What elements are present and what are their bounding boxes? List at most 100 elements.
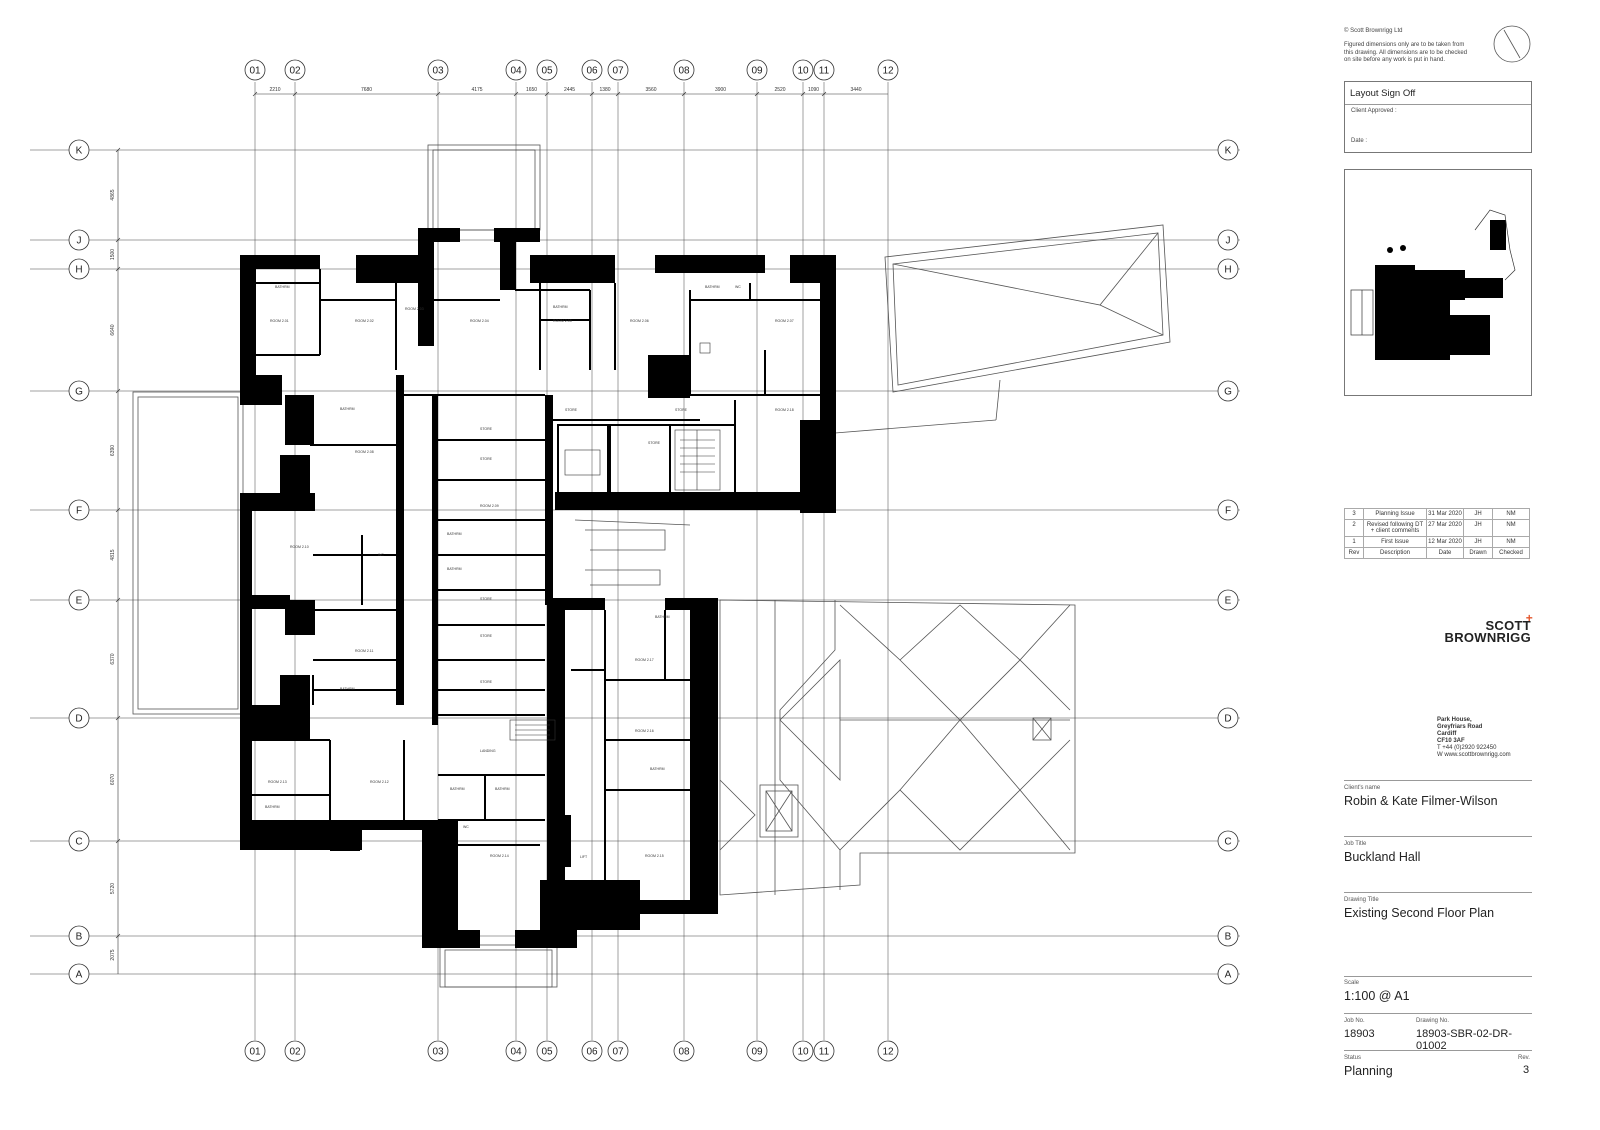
dimension-label: 2445 xyxy=(564,87,575,93)
dimension-tick xyxy=(435,91,441,97)
grid-bubble-row: C xyxy=(68,830,90,852)
key-plan-image xyxy=(1350,209,1516,360)
grid-bubble-col: 04 xyxy=(505,1040,527,1062)
logo-plus-icon: + xyxy=(1525,611,1533,625)
grid-bubble-row: D xyxy=(68,707,90,729)
room-label: BATHRM xyxy=(650,767,665,771)
grid-bubble-label: 02 xyxy=(289,1047,301,1058)
disclaimer-line: Figured dimensions only are to be taken … xyxy=(1344,42,1465,48)
grid-bubble-row: K xyxy=(68,139,90,161)
room-label: WC xyxy=(378,553,384,557)
header-date: Date xyxy=(1426,547,1464,559)
rev-cell: 1 xyxy=(1344,536,1364,548)
dimension-label: 6390 xyxy=(110,445,116,456)
grid-bubble-col: 04 xyxy=(505,59,527,81)
dimension-tick xyxy=(544,91,550,97)
dimension-label: 2075 xyxy=(110,949,116,960)
grid-bubble-label: J xyxy=(77,236,82,247)
status-label: Status xyxy=(1344,1055,1362,1061)
dimension-label: 3900 xyxy=(715,87,726,93)
dimension-tick xyxy=(754,91,760,97)
room-label: ROOM 2.10 xyxy=(290,545,309,549)
rev-date-cell: 31 Mar 2020 xyxy=(1426,508,1464,520)
grid-bubble-label: B xyxy=(76,932,83,943)
dimension-tick xyxy=(115,147,121,153)
drawing-info: Client's name Robin & Kate Filmer-Wilson… xyxy=(1342,780,1532,1120)
grid-bubble-row: A xyxy=(68,963,90,985)
signoff-title: Layout Sign Off xyxy=(1350,88,1416,99)
dimension-label: 2520 xyxy=(774,87,785,93)
client-name: Robin & Kate Filmer-Wilson xyxy=(1344,794,1498,808)
grid-bubble-label: H xyxy=(75,265,82,276)
dimension-tick xyxy=(115,388,121,394)
grid-bubble-label: D xyxy=(75,714,82,725)
room-label: ROOM 2.03 xyxy=(405,307,424,311)
room-label: ROOM 2.16 xyxy=(635,729,654,733)
grid-bubble-label: 04 xyxy=(510,1047,522,1058)
room-label: ROOM 2.06 xyxy=(630,319,649,323)
dimension-tick xyxy=(681,91,687,97)
room-label: BATHRM xyxy=(447,532,462,536)
floor-plan-drawing: 0101020203030404050506060707080809091010… xyxy=(30,59,1240,1062)
dimension-tick xyxy=(615,91,621,97)
grid-bubble-col: 09 xyxy=(746,1040,768,1062)
grid-bubble-row: B xyxy=(1217,925,1239,947)
table-header-row: Rev Description Date Drawn Checked xyxy=(1344,547,1530,559)
room-label: BATHRM xyxy=(495,787,510,791)
address-line: Park House, xyxy=(1437,717,1472,723)
dimension-label: 4815 xyxy=(110,549,116,560)
grid-bubble-label: 07 xyxy=(612,1047,624,1058)
room-label: BATHRM xyxy=(265,805,280,809)
grid-bubble-row: B xyxy=(68,925,90,947)
grid-bubble-label: 02 xyxy=(289,66,301,77)
room-label: ROOM 2.12 xyxy=(370,780,389,784)
room-label: ROOM 2.18 xyxy=(775,408,794,412)
room-label: WC xyxy=(735,285,741,289)
dimension-tick xyxy=(115,266,121,272)
grid-bubble-col: 12 xyxy=(877,1040,899,1062)
header-checked: Checked xyxy=(1492,547,1530,559)
disclaimer-line: this drawing. All dimensions are to be c… xyxy=(1344,49,1468,56)
room-label: STORE xyxy=(480,427,493,431)
grid-bubble-label: 10 xyxy=(797,66,809,77)
grid-bubble-row: F xyxy=(68,499,90,521)
dimension-label: 5720 xyxy=(110,883,116,894)
client-label: Client's name xyxy=(1344,785,1381,791)
grid-bubble-label: K xyxy=(1225,146,1232,157)
scale-label: Scale xyxy=(1344,980,1360,986)
dimension-tick xyxy=(821,91,827,97)
logo-line-1: SCOTT xyxy=(1485,618,1531,633)
dimension-tick xyxy=(800,91,806,97)
job-no-label: Job No. xyxy=(1344,1018,1365,1024)
grid-bubble-col: 05 xyxy=(536,59,558,81)
room-label: BATHRM xyxy=(340,407,355,411)
grid-bubble-col: 03 xyxy=(427,59,449,81)
rev-cell: 2 xyxy=(1344,519,1364,537)
room-label: ROOM 2.01 xyxy=(270,319,289,323)
rev-checked-cell: NM xyxy=(1492,508,1530,520)
room-label: BATHRM xyxy=(340,687,355,691)
grid-bubble-col: 07 xyxy=(607,1040,629,1062)
title-block: © Scott Brownrigg Ltd Figured dimensions… xyxy=(1340,0,1600,1130)
room-label: STORE xyxy=(480,597,493,601)
grid-bubble-row: D xyxy=(1217,707,1239,729)
north-arrow-icon xyxy=(1493,25,1531,63)
company-logo: SCOTT BROWNRIGG + xyxy=(1436,612,1533,644)
grid-bubble-col: 09 xyxy=(746,59,768,81)
grid-bubble-label: G xyxy=(1224,387,1232,398)
dimension-label: 1650 xyxy=(526,87,537,93)
grid-bubble-col: 10 xyxy=(792,1040,814,1062)
date-label: Date : xyxy=(1351,138,1368,144)
address-line: CF10 3AF xyxy=(1437,738,1465,744)
stair-treads xyxy=(509,342,721,741)
rev-cell: 3 xyxy=(1344,508,1364,520)
grid-bubble-label: 06 xyxy=(586,66,598,77)
dimension-tick xyxy=(115,838,121,844)
internal-partitions xyxy=(252,269,820,880)
room-label: ROOM 2.02 xyxy=(355,319,374,323)
grid-bubble-label: 08 xyxy=(678,1047,690,1058)
grid-bubble-col: 03 xyxy=(427,1040,449,1062)
grid-bubble-row: A xyxy=(1217,963,1239,985)
rev-date-cell: 12 Mar 2020 xyxy=(1426,536,1464,548)
grid-bubble-label: E xyxy=(76,596,83,607)
